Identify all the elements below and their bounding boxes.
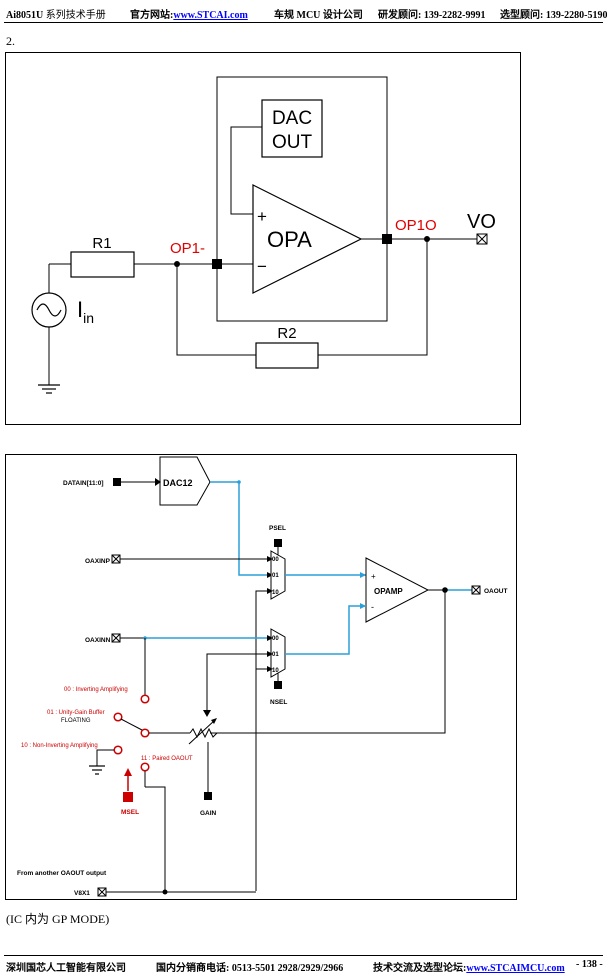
mode-00-label: 00 : Inverting Amplifying bbox=[64, 687, 128, 693]
figure-caption: (IC 内为 GP MODE) bbox=[6, 912, 110, 926]
footer-forum-label: 技术交流及选型论坛: bbox=[373, 963, 467, 974]
header-sel-contact: 选型顾问: 139-2280-5190 bbox=[500, 10, 607, 21]
oaxinn-label: OAXINN bbox=[85, 637, 111, 644]
footer-company: 深圳国芯人工智能有限公司 bbox=[6, 963, 126, 974]
opamp-plus: + bbox=[371, 572, 376, 581]
nsel-mux bbox=[270, 628, 286, 678]
header-site-label: 官方网站: bbox=[130, 10, 174, 21]
r2-label: R2 bbox=[277, 325, 296, 342]
ic-box bbox=[216, 76, 388, 322]
psel-pin bbox=[274, 539, 282, 547]
header-rule bbox=[4, 22, 603, 23]
nsel-00: 00 bbox=[272, 636, 279, 642]
opa-minus: − bbox=[257, 257, 267, 276]
iin-label: Iin bbox=[77, 297, 94, 326]
paragraph-number: 2. bbox=[6, 34, 15, 48]
page-footer: 深圳国芯人工智能有限公司 国内分销商电话: 0513-5501 2928/292… bbox=[6, 959, 603, 974]
figure-opa-transimpedance: DAC OUT OPA + − OP1- OP1O VO R1 R2 Iin bbox=[5, 52, 521, 425]
dac-wire bbox=[230, 126, 262, 215]
gain-pin bbox=[204, 792, 212, 800]
switch-arm bbox=[120, 718, 143, 731]
r1-resistor bbox=[70, 251, 135, 278]
nsel-label: NSEL bbox=[270, 699, 287, 706]
ground-icon bbox=[89, 765, 105, 775]
oaout-label: OAOUT bbox=[484, 588, 508, 595]
switch-contact-11 bbox=[140, 762, 150, 772]
from-another-label: From another OAOUT output bbox=[17, 870, 107, 877]
dac-signal-wire bbox=[210, 481, 271, 576]
r1-label: R1 bbox=[92, 235, 111, 252]
ground-icon bbox=[38, 384, 60, 394]
footer-phone: 国内分销商电话: 0513-5501 2928/2929/2966 bbox=[156, 963, 344, 974]
psel-label: PSEL bbox=[269, 525, 286, 532]
mode-01-label: 01 : Unity-Gain Buffer bbox=[47, 710, 105, 716]
dac-label-2: OUT bbox=[272, 132, 313, 153]
footer-forum-link[interactable]: www.STCAIMCU.com bbox=[466, 963, 565, 974]
gain-resistor bbox=[189, 727, 219, 739]
switch-common bbox=[140, 728, 150, 738]
op1o-label: OP1O bbox=[395, 217, 437, 234]
oaxinp-label: OAXINP bbox=[85, 558, 111, 565]
switch-contact-10 bbox=[113, 745, 123, 755]
switch-contact-01 bbox=[113, 712, 123, 722]
header-slogan: 车规 MCU 设计公司 bbox=[274, 10, 363, 21]
switch-contact-00 bbox=[140, 694, 150, 704]
header-site: 官方网站:www.STCAI.com bbox=[130, 6, 248, 21]
page-header: Ai8051U 系列技术手册 官方网站:www.STCAI.com 车规 MCU… bbox=[6, 6, 607, 21]
opamp-label: OPAMP bbox=[374, 587, 403, 596]
header-manual: 系列技术手册 bbox=[45, 10, 106, 21]
mode-10-label: 10 : Non-Inverting Amplifying bbox=[21, 743, 98, 749]
opamp-triangle bbox=[365, 557, 430, 623]
gain-label: GAIN bbox=[200, 810, 217, 817]
footer-rule bbox=[4, 955, 603, 956]
datain-label: DATAIN[11:0] bbox=[63, 480, 104, 487]
msel-pin bbox=[123, 792, 133, 802]
header-rd-contact: 研发顾问: 139-2282-9991 bbox=[378, 10, 486, 21]
opa-triangle bbox=[252, 184, 363, 294]
dac12-label: DAC12 bbox=[163, 478, 193, 488]
psel-01: 01 bbox=[272, 573, 279, 579]
datain-pin bbox=[113, 478, 121, 486]
figure-opamp-block-diagram: DATAIN[11:0] DAC12 00 01 10 PSEL OAXINP … bbox=[5, 454, 517, 900]
figure2-frame bbox=[5, 454, 517, 900]
opamp-minus: - bbox=[371, 602, 374, 612]
msel-label: MSEL bbox=[121, 809, 139, 816]
nsel-out-wire bbox=[285, 605, 366, 655]
dac-label-1: DAC bbox=[272, 108, 312, 129]
header-title: Ai8051U 系列技术手册 bbox=[6, 10, 106, 21]
header-site-link[interactable]: www.STCAI.com bbox=[173, 10, 248, 21]
psel-00: 00 bbox=[272, 557, 279, 563]
v8x1-label: V8X1 bbox=[74, 890, 90, 897]
opa-plus: + bbox=[257, 207, 267, 226]
op1o-pin bbox=[382, 234, 392, 244]
op1-minus-label: OP1- bbox=[170, 240, 205, 257]
footer-page-number: - 138 - bbox=[576, 959, 603, 970]
psel-mux bbox=[270, 550, 286, 600]
nsel-pin bbox=[274, 681, 282, 689]
nsel-01: 01 bbox=[272, 652, 279, 658]
r2-resistor bbox=[255, 342, 319, 369]
psel-10: 10 bbox=[272, 590, 279, 596]
vo-label: VO bbox=[467, 211, 496, 233]
op1-minus-pin bbox=[212, 259, 222, 269]
nsel-10: 10 bbox=[272, 668, 279, 674]
msel-arrow-icon bbox=[124, 768, 132, 776]
mode-11-label: 11 : Paired OAOUT bbox=[141, 756, 193, 762]
dac-out-box bbox=[261, 99, 323, 158]
footer-forum: 技术交流及选型论坛:www.STCAIMCU.com bbox=[373, 959, 565, 974]
opa-label: OPA bbox=[267, 227, 312, 252]
dac12-block bbox=[159, 456, 211, 506]
floating-label: FLOATING bbox=[61, 718, 91, 724]
figure1-frame bbox=[5, 52, 521, 425]
